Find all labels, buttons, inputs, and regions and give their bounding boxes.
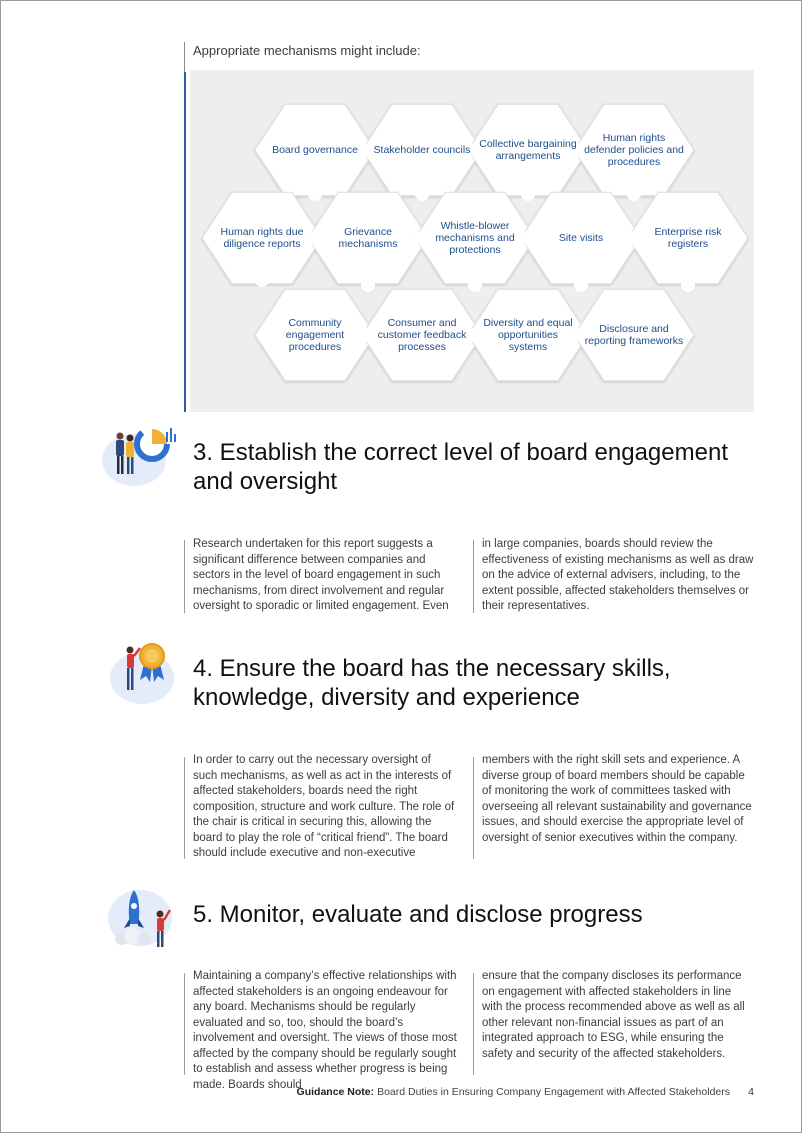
mechanism-label: Site visits <box>558 232 604 244</box>
page-number: 4 <box>748 1086 754 1098</box>
mechanism-label: Collective bargaining arrangements <box>479 138 577 162</box>
mechanism-label: Consumer and customer feedback processes <box>377 317 467 353</box>
intro-text: Appropriate mechanisms might include: <box>193 43 421 58</box>
puzzle-knob <box>627 187 641 201</box>
puzzle-knob <box>574 278 588 292</box>
puzzle-panel: Board governance Stakeholder councils Coll… <box>190 70 754 412</box>
puzzle-knob <box>361 143 375 157</box>
column-rule <box>473 540 474 613</box>
puzzle-knob <box>521 231 535 245</box>
puzzle-knob <box>627 231 641 245</box>
puzzle-knob <box>415 231 429 245</box>
section-4-column-2: members with the right skill sets and ex… <box>482 754 752 844</box>
mechanism-label: Stakeholder councils <box>373 144 471 156</box>
intro-accent-rule <box>184 72 186 412</box>
puzzle-knob <box>468 328 482 342</box>
footer: Guidance Note: Board Duties in Ensuring … <box>297 1086 730 1098</box>
puzzle-knob <box>255 273 269 287</box>
hexagon-tile <box>254 288 376 382</box>
column-rule <box>473 757 474 859</box>
puzzle-knob <box>308 187 322 201</box>
puzzle-knob <box>415 187 429 201</box>
column-rule <box>473 973 474 1075</box>
section-4-column-1: In order to carry out the necessary over… <box>193 754 455 859</box>
column-rule <box>184 757 185 859</box>
mechanism-label: Diversity and equal opportunities system… <box>483 317 573 353</box>
puzzle-knob <box>361 278 375 292</box>
column-rule <box>184 540 185 613</box>
footer-title: Board Duties in Ensuring Company Engagem… <box>377 1086 730 1098</box>
mechanisms-figure: Appropriate mechanisms might include: Bo… <box>184 42 754 412</box>
analytics-illustration-icon <box>102 426 176 486</box>
section-3-column-1: Research undertaken for this report sugg… <box>193 538 449 612</box>
mechanism-label: Enterprise risk registers <box>654 226 722 250</box>
mechanism-label: Board governance <box>272 144 358 156</box>
rocket-launch-illustration-icon <box>108 890 172 947</box>
section-4-title: 4. Ensure the board has the necessary sk… <box>193 655 671 711</box>
puzzle-knob <box>468 143 482 157</box>
mechanism-label: Disclosure and reporting frameworks <box>584 323 684 347</box>
mechanism-label: Human rights due diligence reports <box>220 226 304 250</box>
puzzle-knob <box>681 278 695 292</box>
mechanism-label: Grievance mechanisms <box>338 226 398 250</box>
puzzle-knob <box>361 328 375 342</box>
award-medal-illustration-icon <box>110 643 174 704</box>
puzzle-knob <box>308 231 322 245</box>
mechanism-label: Community engagement procedures <box>285 317 345 353</box>
mechanism-label: Whistle-blower mechanisms and protection… <box>435 220 515 256</box>
puzzle-knob <box>521 187 535 201</box>
section-5-column-2: ensure that the company discloses its pe… <box>482 970 745 1060</box>
section-3-title: 3. Establish the correct level of board … <box>193 439 728 495</box>
section-5-title: 5. Monitor, evaluate and disclose progre… <box>193 901 643 928</box>
hexagon-puzzle-graphic <box>201 103 749 382</box>
column-rule <box>184 973 185 1075</box>
puzzle-knob <box>574 143 588 157</box>
footer-label: Guidance Note: <box>296 1086 375 1098</box>
section-5-column-1: Maintaining a company’s effective relati… <box>193 970 457 1091</box>
section-3-column-2: in large companies, boards should review… <box>482 538 754 612</box>
puzzle-knob <box>468 278 482 292</box>
hexagon-tile <box>201 191 323 285</box>
puzzle-knob <box>574 328 588 342</box>
mechanism-label: Human rights defender policies and proce… <box>584 132 684 168</box>
